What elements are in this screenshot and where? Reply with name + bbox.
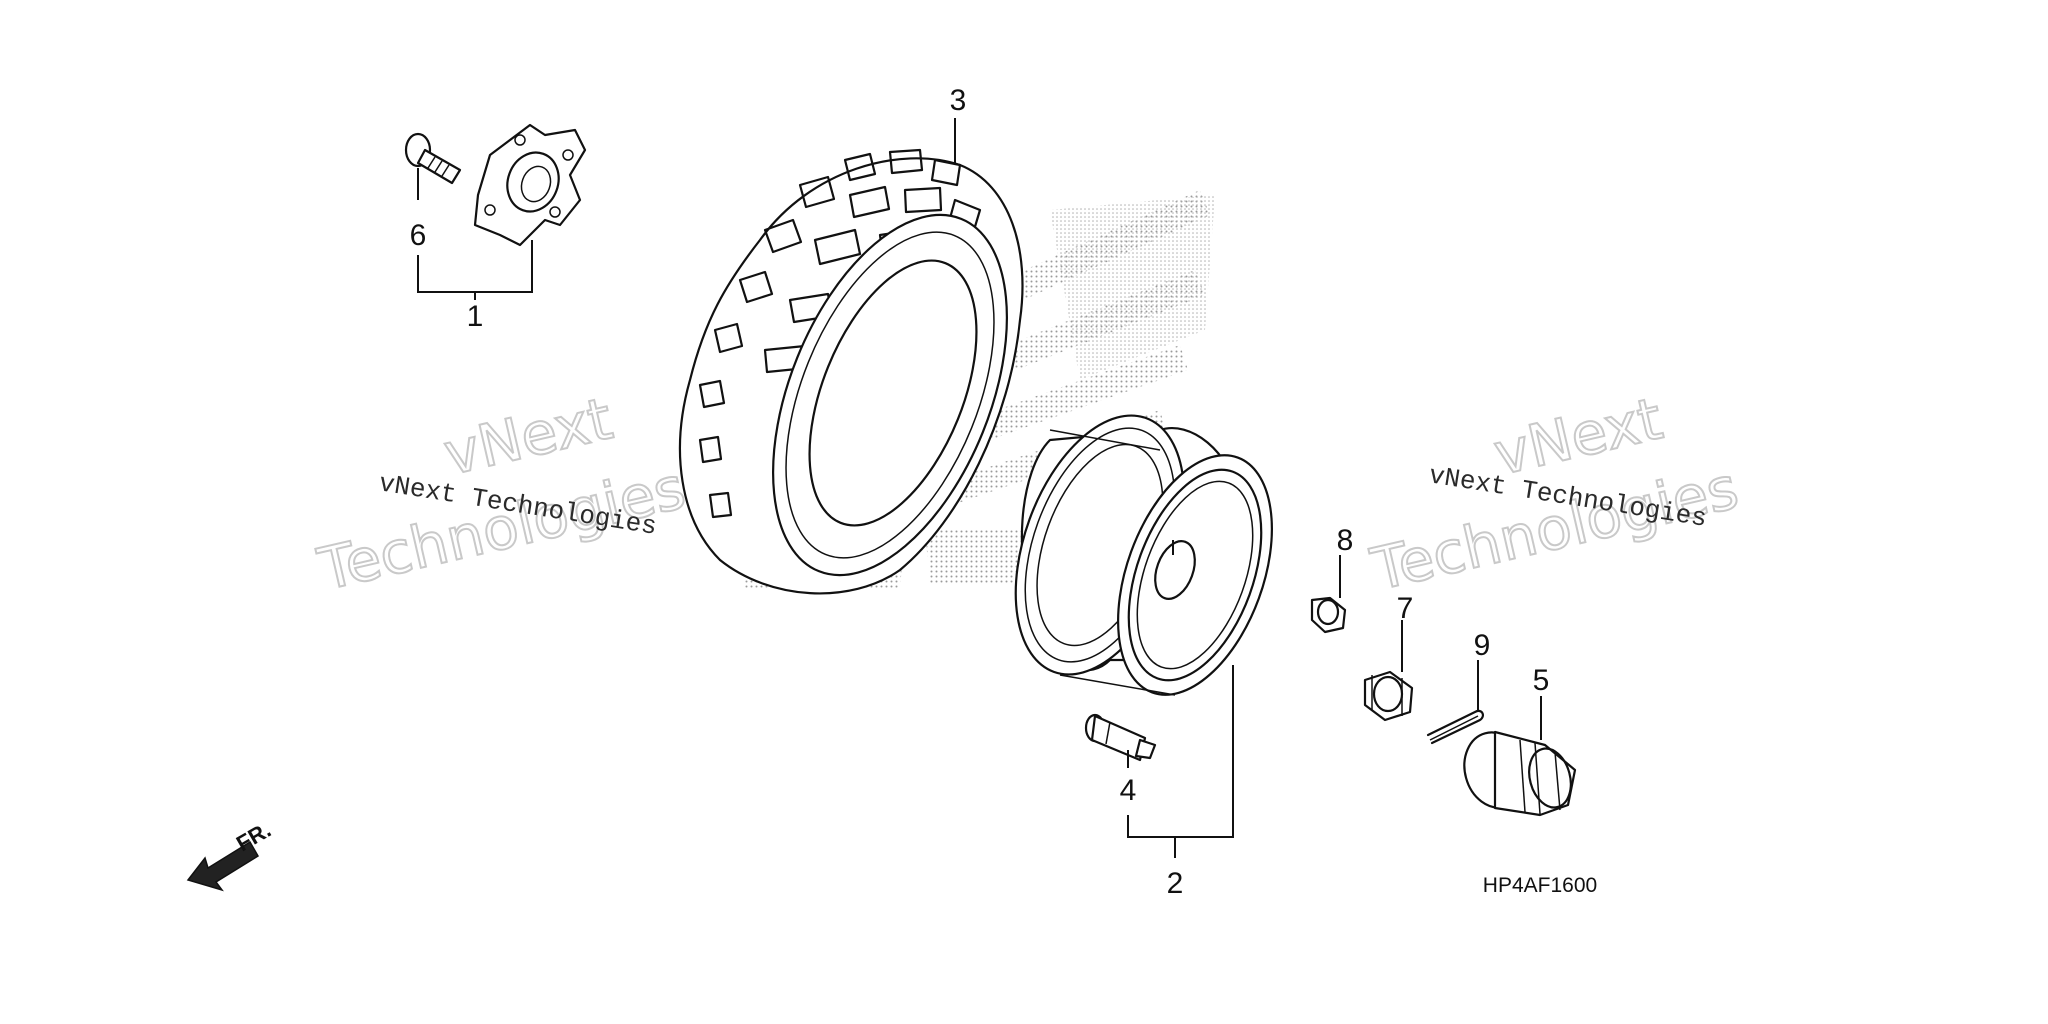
callout-labels: 1 2 3 4 5 6 7 8 9 <box>410 84 1550 900</box>
watermark-left: vNext Technologies vNext Technologies <box>311 383 692 605</box>
valve-stem <box>1084 713 1157 762</box>
hub-bolt <box>404 132 462 185</box>
callout-7: 7 <box>1397 592 1414 625</box>
callout-2: 2 <box>1167 867 1184 900</box>
callout-9: 9 <box>1474 629 1491 662</box>
hub-cap <box>1463 730 1577 817</box>
front-direction-indicator: FR. <box>186 817 275 892</box>
callout-4: 4 <box>1120 774 1137 807</box>
callout-6: 6 <box>410 219 427 252</box>
castle-nut <box>1363 670 1414 722</box>
cotter-pin <box>1426 709 1484 745</box>
hub-assembly <box>473 123 587 247</box>
leader-lines <box>417 118 1542 858</box>
watermark-right: vNext Technologies vNext Technologies <box>1364 383 1745 605</box>
callout-5: 5 <box>1533 664 1550 697</box>
callout-1: 1 <box>467 300 484 333</box>
nut <box>1310 596 1347 634</box>
callout-3: 3 <box>950 84 967 117</box>
diagram-code: HP4AF1600 <box>1483 874 1597 897</box>
front-arrow-icon <box>186 840 260 892</box>
wheel-rim <box>1014 414 1273 696</box>
tire <box>678 148 1024 595</box>
callout-8: 8 <box>1337 524 1354 557</box>
